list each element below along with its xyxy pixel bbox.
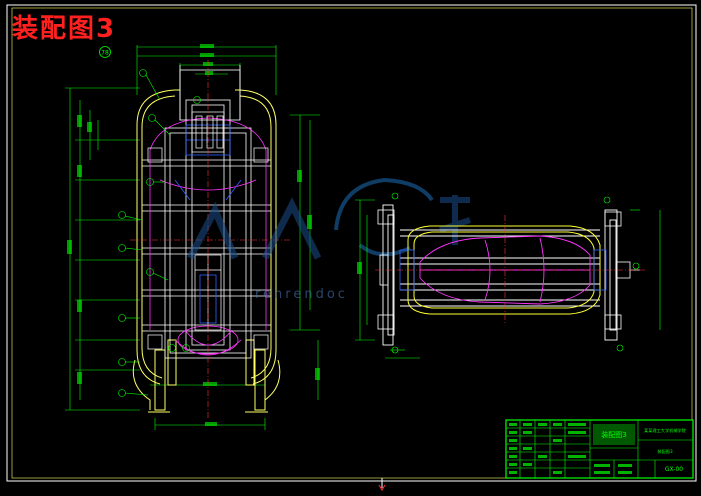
front-view-inner-frame <box>142 65 271 359</box>
title-block: 装配图3 某某理工大学机械学院 装配图3 GX-00 <box>505 419 694 479</box>
svg-text:78: 78 <box>101 50 109 57</box>
title-block-drawing-code: GX-00 <box>665 466 683 473</box>
drawing-title: 装配图3 <box>12 14 117 44</box>
side-view-part-balloons <box>391 192 640 354</box>
front-view-assembly <box>65 44 320 430</box>
sheet-number-badge: 78 <box>99 46 111 58</box>
front-view-bottom-dimensions <box>150 382 266 430</box>
watermark-logo: renrendoc <box>186 177 471 302</box>
title-block-company: 某某理工大学机械学院 <box>644 427 687 434</box>
side-view-centerlines <box>375 215 645 325</box>
side-view-body-outline <box>407 225 601 315</box>
front-view-centerlines <box>130 60 290 420</box>
drawing-frame <box>6 4 697 491</box>
side-view-frame-rails <box>382 204 618 346</box>
side-view-assembly <box>355 192 661 359</box>
title-block-name-cell: 装配图3 <box>601 430 626 439</box>
front-view-outer-frame <box>132 89 281 413</box>
title-block-drawing-name: 装配图3 <box>657 448 673 455</box>
front-view-top-dimensions <box>136 44 277 95</box>
front-view-left-dimensions <box>65 87 140 411</box>
side-view-dimensions <box>355 199 661 359</box>
watermark-text: renrendoc <box>255 287 348 302</box>
front-view-part-balloons <box>118 69 201 397</box>
